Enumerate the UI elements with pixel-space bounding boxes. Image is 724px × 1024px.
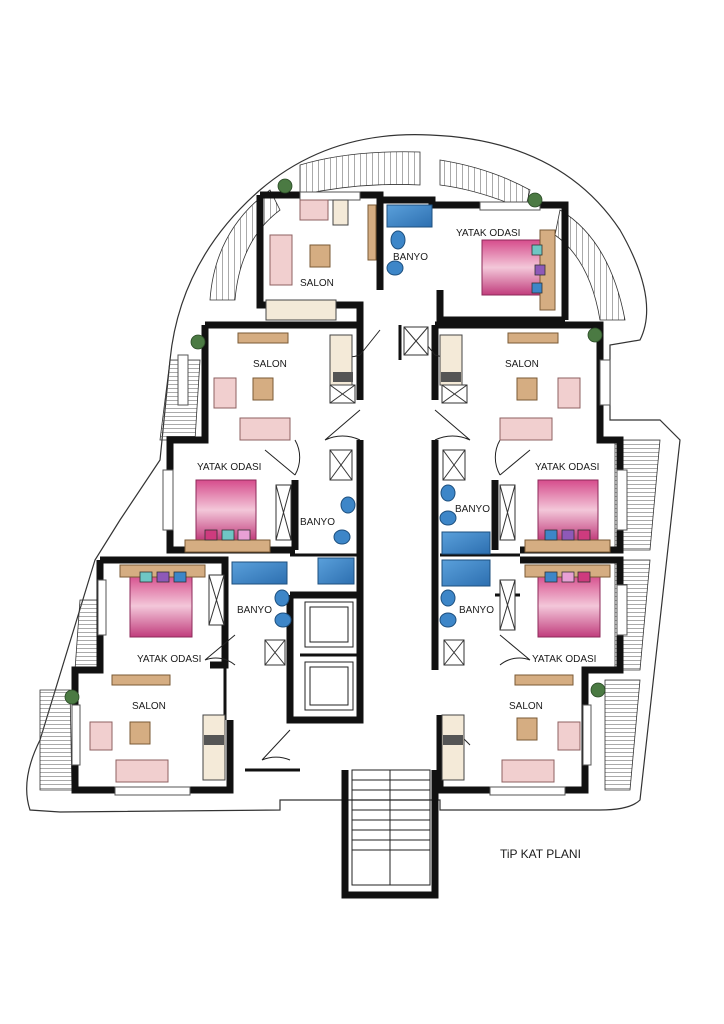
staircase [351,769,431,886]
room-label-banyo-left-mid: BANYO [300,517,335,528]
stove-tops [204,372,463,745]
plant-icons [64,178,606,705]
armchairs [89,377,581,751]
beds [129,239,601,638]
room-labels: SALON YATAK ODASI BANYO SALON SALON YATA… [132,228,599,712]
room-label-banyo-right-low: BANYO [459,605,494,616]
room-label-salon-right-mid: SALON [505,359,539,370]
cabinets [111,204,574,686]
room-label-yatak-right-mid: YATAK ODASI [535,462,599,473]
windows [71,191,628,796]
shaft-boxes [208,326,516,666]
shower-blocks [231,204,491,587]
kitchen-counters [202,199,465,781]
tables [129,244,538,745]
toilets [274,230,457,628]
room-label-banyo-left-low: BANYO [237,605,272,616]
room-label-salon-left-low: SALON [132,701,166,712]
room-label-yatak-left-mid: YATAK ODASI [197,462,261,473]
elevator-shafts [304,601,354,711]
room-label-salon-right-low: SALON [509,701,543,712]
room-label-salon-left-mid: SALON [253,359,287,370]
room-label-yatak-top: YATAK ODASI [456,228,520,239]
room-label-yatak-left-low: YATAK ODASI [137,654,201,665]
room-label-banyo-top: BANYO [393,252,428,263]
sofas [115,199,555,783]
pillows [139,244,591,583]
room-label-salon-top: SALON [300,278,334,289]
plan-title: TiP KAT PLANI [500,847,581,861]
room-label-yatak-right-low: YATAK ODASI [532,654,596,665]
room-label-banyo-right-mid: BANYO [455,504,490,515]
